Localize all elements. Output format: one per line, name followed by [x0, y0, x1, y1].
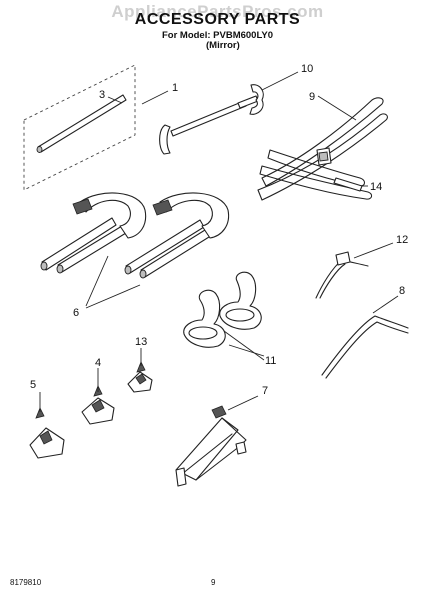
variant-subtitle: (Mirror)	[206, 40, 240, 51]
callout-9: 9	[309, 91, 315, 103]
callout-11: 11	[265, 355, 276, 367]
part-10-handle-rod	[159, 84, 264, 155]
part-6-racks	[40, 192, 230, 279]
callout-5: 5	[30, 379, 36, 391]
callout-6: 6	[73, 307, 79, 319]
callout-14: 14	[370, 181, 382, 193]
page-title: ACCESSORY PARTS	[134, 11, 301, 28]
callout-13: 13	[135, 336, 147, 348]
part-5-bracket	[29, 427, 65, 459]
callout-7: 7	[262, 385, 268, 397]
part-9-runners	[257, 97, 388, 201]
callout-4: 4	[95, 357, 101, 369]
leader-lines	[35, 71, 399, 419]
part-14-strip	[333, 177, 363, 192]
part-7-rack	[175, 405, 247, 487]
part-13-bracket	[127, 371, 153, 393]
part-11-clips	[183, 271, 262, 348]
callout-8: 8	[399, 285, 405, 297]
part-3-rod	[23, 64, 136, 191]
part-12-hook	[315, 251, 369, 299]
callout-1: 1	[172, 82, 178, 94]
callout-3: 3	[99, 89, 105, 101]
part-4-bracket	[81, 397, 115, 425]
watermark: AppliancePartsPros.com	[111, 2, 324, 21]
page-number: 9	[211, 578, 216, 587]
part-8-bent-wire	[321, 315, 409, 379]
callout-10: 10	[301, 63, 313, 75]
document-number: 8179810	[10, 578, 42, 587]
model-subtitle: For Model: PVBM600LY0	[161, 30, 274, 41]
callout-12: 12	[396, 234, 408, 246]
